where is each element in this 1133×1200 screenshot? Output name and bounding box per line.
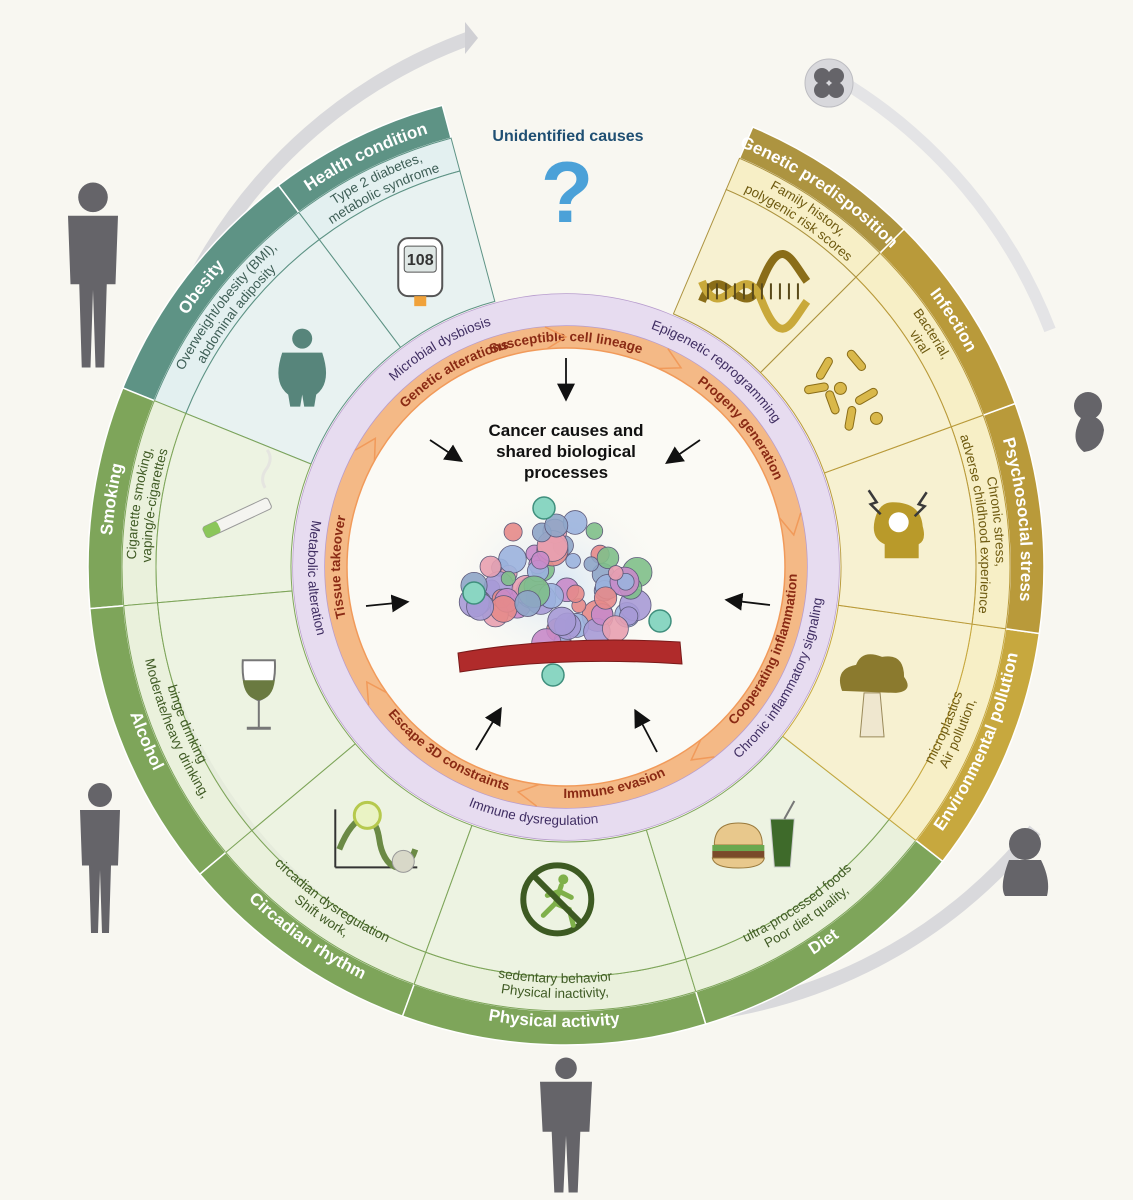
no-running-icon: [520, 862, 595, 937]
blood-vessel-icon: [457, 639, 683, 673]
center-title-line: processes: [524, 463, 608, 482]
child-icon: [540, 1057, 592, 1193]
causal-arrow: [724, 592, 771, 611]
microbes-icon: [804, 349, 883, 431]
center-title-line: Cancer causes and: [489, 421, 644, 440]
causal-arrow: [665, 439, 701, 465]
subcategory-line: sedentary behavior: [497, 966, 613, 986]
cigarette-icon: [202, 448, 272, 539]
smokestack-icon: [839, 654, 908, 738]
subcategory-line: Physical inactivity,: [500, 981, 609, 1001]
unidentified-causes: Unidentified causes ?: [492, 128, 643, 241]
burger-soda-icon: [711, 800, 796, 869]
wine-glass-icon: [241, 659, 276, 730]
meter-display: 108: [407, 252, 434, 269]
icon-area: [185, 238, 402, 465]
immune-cell-icon: [648, 609, 672, 633]
center-core: Cancer causes and shared biological proces…: [365, 358, 771, 753]
adult-icon: [68, 182, 118, 368]
dna-icon: [698, 250, 811, 333]
obese-person-icon: [278, 328, 327, 407]
immune-cell-icon: [462, 581, 486, 605]
icon-area: [759, 276, 952, 474]
icon-area: [155, 412, 312, 604]
icon-area: [157, 590, 357, 832]
orange-process-label: Tissue takeover: [328, 513, 349, 620]
causal-arrow: [475, 706, 502, 751]
causal-arrow: [429, 439, 463, 462]
question-mark-icon: ?: [541, 145, 594, 241]
immune-cell-icon: [532, 496, 556, 520]
lifecourse-arc-upper: [836, 74, 1056, 333]
sun-moon-wave-icon: [334, 800, 419, 873]
purple-process-ring: [293, 294, 839, 840]
stressed-head-icon: [867, 489, 928, 559]
lifecourse-figures: [68, 58, 1104, 1193]
causal-arrow: [365, 594, 410, 613]
icon-area: [645, 735, 890, 960]
immune-cell-icon: [541, 663, 565, 687]
unidentified-causes-label: Unidentified causes: [492, 128, 643, 145]
teen-icon: [80, 783, 120, 933]
causal-arrow: [634, 708, 658, 753]
lifecourse-arrow-icon: [465, 22, 478, 54]
embryo-cells-icon: [804, 58, 854, 108]
baby-icon: [1002, 828, 1049, 896]
glucose-meter-icon: 108: [397, 237, 444, 307]
fetus-icon: [1074, 392, 1104, 452]
icon-area: [251, 743, 473, 953]
center-title-line: shared biological: [496, 442, 636, 461]
